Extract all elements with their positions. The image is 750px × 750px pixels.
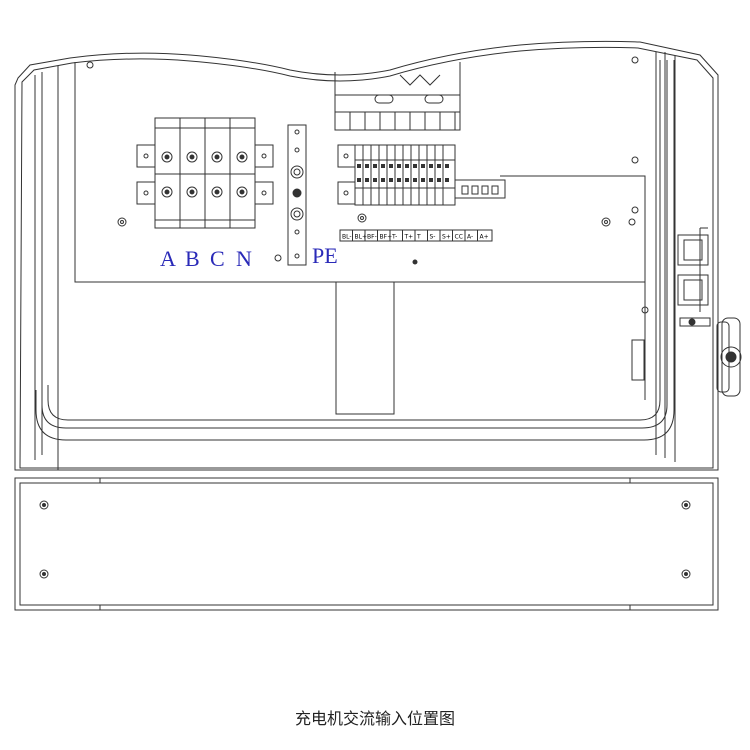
control-terminal-labels: BL-BL+BF-BF+T- T+T S- S+ CC A- A+ bbox=[342, 230, 489, 241]
phase-label-b: B bbox=[185, 246, 200, 271]
control-terminal-strip bbox=[337, 144, 506, 223]
terminal-screw-n-top bbox=[236, 151, 248, 163]
base-screw-bottom-left bbox=[39, 569, 49, 579]
control-terminal-label: BF- bbox=[367, 234, 377, 241]
control-terminal-label: S+ bbox=[442, 234, 451, 241]
side-connector bbox=[631, 227, 742, 397]
terminal-screw-n-bottom bbox=[236, 186, 248, 198]
mounting-plate bbox=[74, 56, 649, 415]
control-terminal-label: S- bbox=[430, 234, 436, 241]
control-terminal-label: A- bbox=[467, 234, 473, 241]
pe-ground-bar bbox=[287, 124, 307, 266]
ac-terminal-screws bbox=[161, 151, 248, 198]
control-terminal-label: T bbox=[416, 234, 421, 241]
terminal-screw-a-bottom bbox=[161, 186, 173, 198]
terminal-screw-b-top bbox=[186, 151, 198, 163]
control-terminal-label: A+ bbox=[480, 234, 489, 241]
terminal-screw-b-bottom bbox=[186, 186, 198, 198]
terminal-screw-c-top bbox=[211, 151, 223, 163]
control-terminal-label: T- bbox=[391, 234, 397, 241]
control-terminal-label: T+ bbox=[404, 234, 414, 241]
control-terminal-label: BL+ bbox=[355, 234, 368, 241]
phase-label-a: A bbox=[160, 246, 176, 271]
cable-duct bbox=[334, 62, 461, 131]
control-terminal-label: BF+ bbox=[380, 234, 393, 241]
figure-caption: 充电机交流输入位置图 bbox=[294, 709, 455, 728]
control-terminal-label-strip bbox=[339, 229, 493, 242]
control-terminal-label: CC bbox=[455, 234, 463, 241]
phase-label-c: C bbox=[210, 246, 225, 271]
terminal-screw-a-top bbox=[161, 151, 173, 163]
lower-base-panel bbox=[14, 477, 719, 611]
pe-label: PE bbox=[312, 243, 338, 268]
cabinet-outer-frame bbox=[14, 40, 719, 471]
ac-terminal-block bbox=[136, 117, 274, 229]
base-screw-top-left bbox=[39, 500, 49, 510]
control-terminal-label: BL- bbox=[342, 234, 352, 241]
phase-label-n: N bbox=[236, 246, 252, 271]
base-screw-top-right bbox=[681, 500, 691, 510]
base-screw-bottom-right bbox=[681, 569, 691, 579]
terminal-screw-c-bottom bbox=[211, 186, 223, 198]
